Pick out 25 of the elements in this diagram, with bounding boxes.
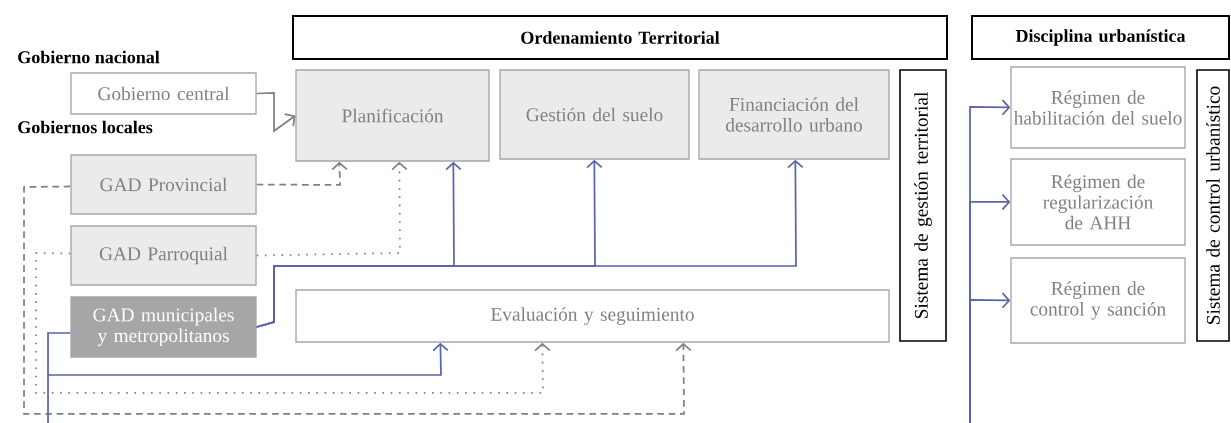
group-heading: Gobierno nacional <box>18 50 160 64</box>
arrow <box>255 92 296 133</box>
process-box: Financiación del desarrollo urbano <box>698 69 890 160</box>
vertical-label-box: Sistema de gestión territorial <box>899 69 947 342</box>
process-box: Evaluación y seguimiento <box>295 289 890 343</box>
arrow <box>255 161 348 186</box>
process-box: GAD Provincial <box>70 154 257 215</box>
arrow <box>23 185 692 415</box>
process-box: Gestión del suelo <box>499 69 690 160</box>
process-box: Gobierno central <box>70 72 257 115</box>
process-box: GAD municipales y metropolitanos <box>70 296 257 358</box>
vertical-label-box: Sistema de control urbanístico <box>1196 69 1230 342</box>
arrow <box>255 159 804 328</box>
process-box: GAD Parroquial <box>70 225 257 286</box>
process-box: Régimen de habilitación del suelo <box>1010 66 1186 149</box>
arrow <box>969 292 1011 423</box>
arrow <box>35 252 551 394</box>
process-box: Régimen de regularización de AHH <box>1010 158 1186 246</box>
process-box: Planificación <box>295 69 490 162</box>
process-box: Régimen de control y sanción <box>1010 257 1186 344</box>
arrow <box>255 161 408 257</box>
heading-box: Disciplina urbanística <box>971 15 1230 60</box>
arrow <box>47 332 449 376</box>
group-heading: Gobiernos locales <box>18 120 153 134</box>
heading-box: Ordenamiento Territorial <box>292 15 948 60</box>
